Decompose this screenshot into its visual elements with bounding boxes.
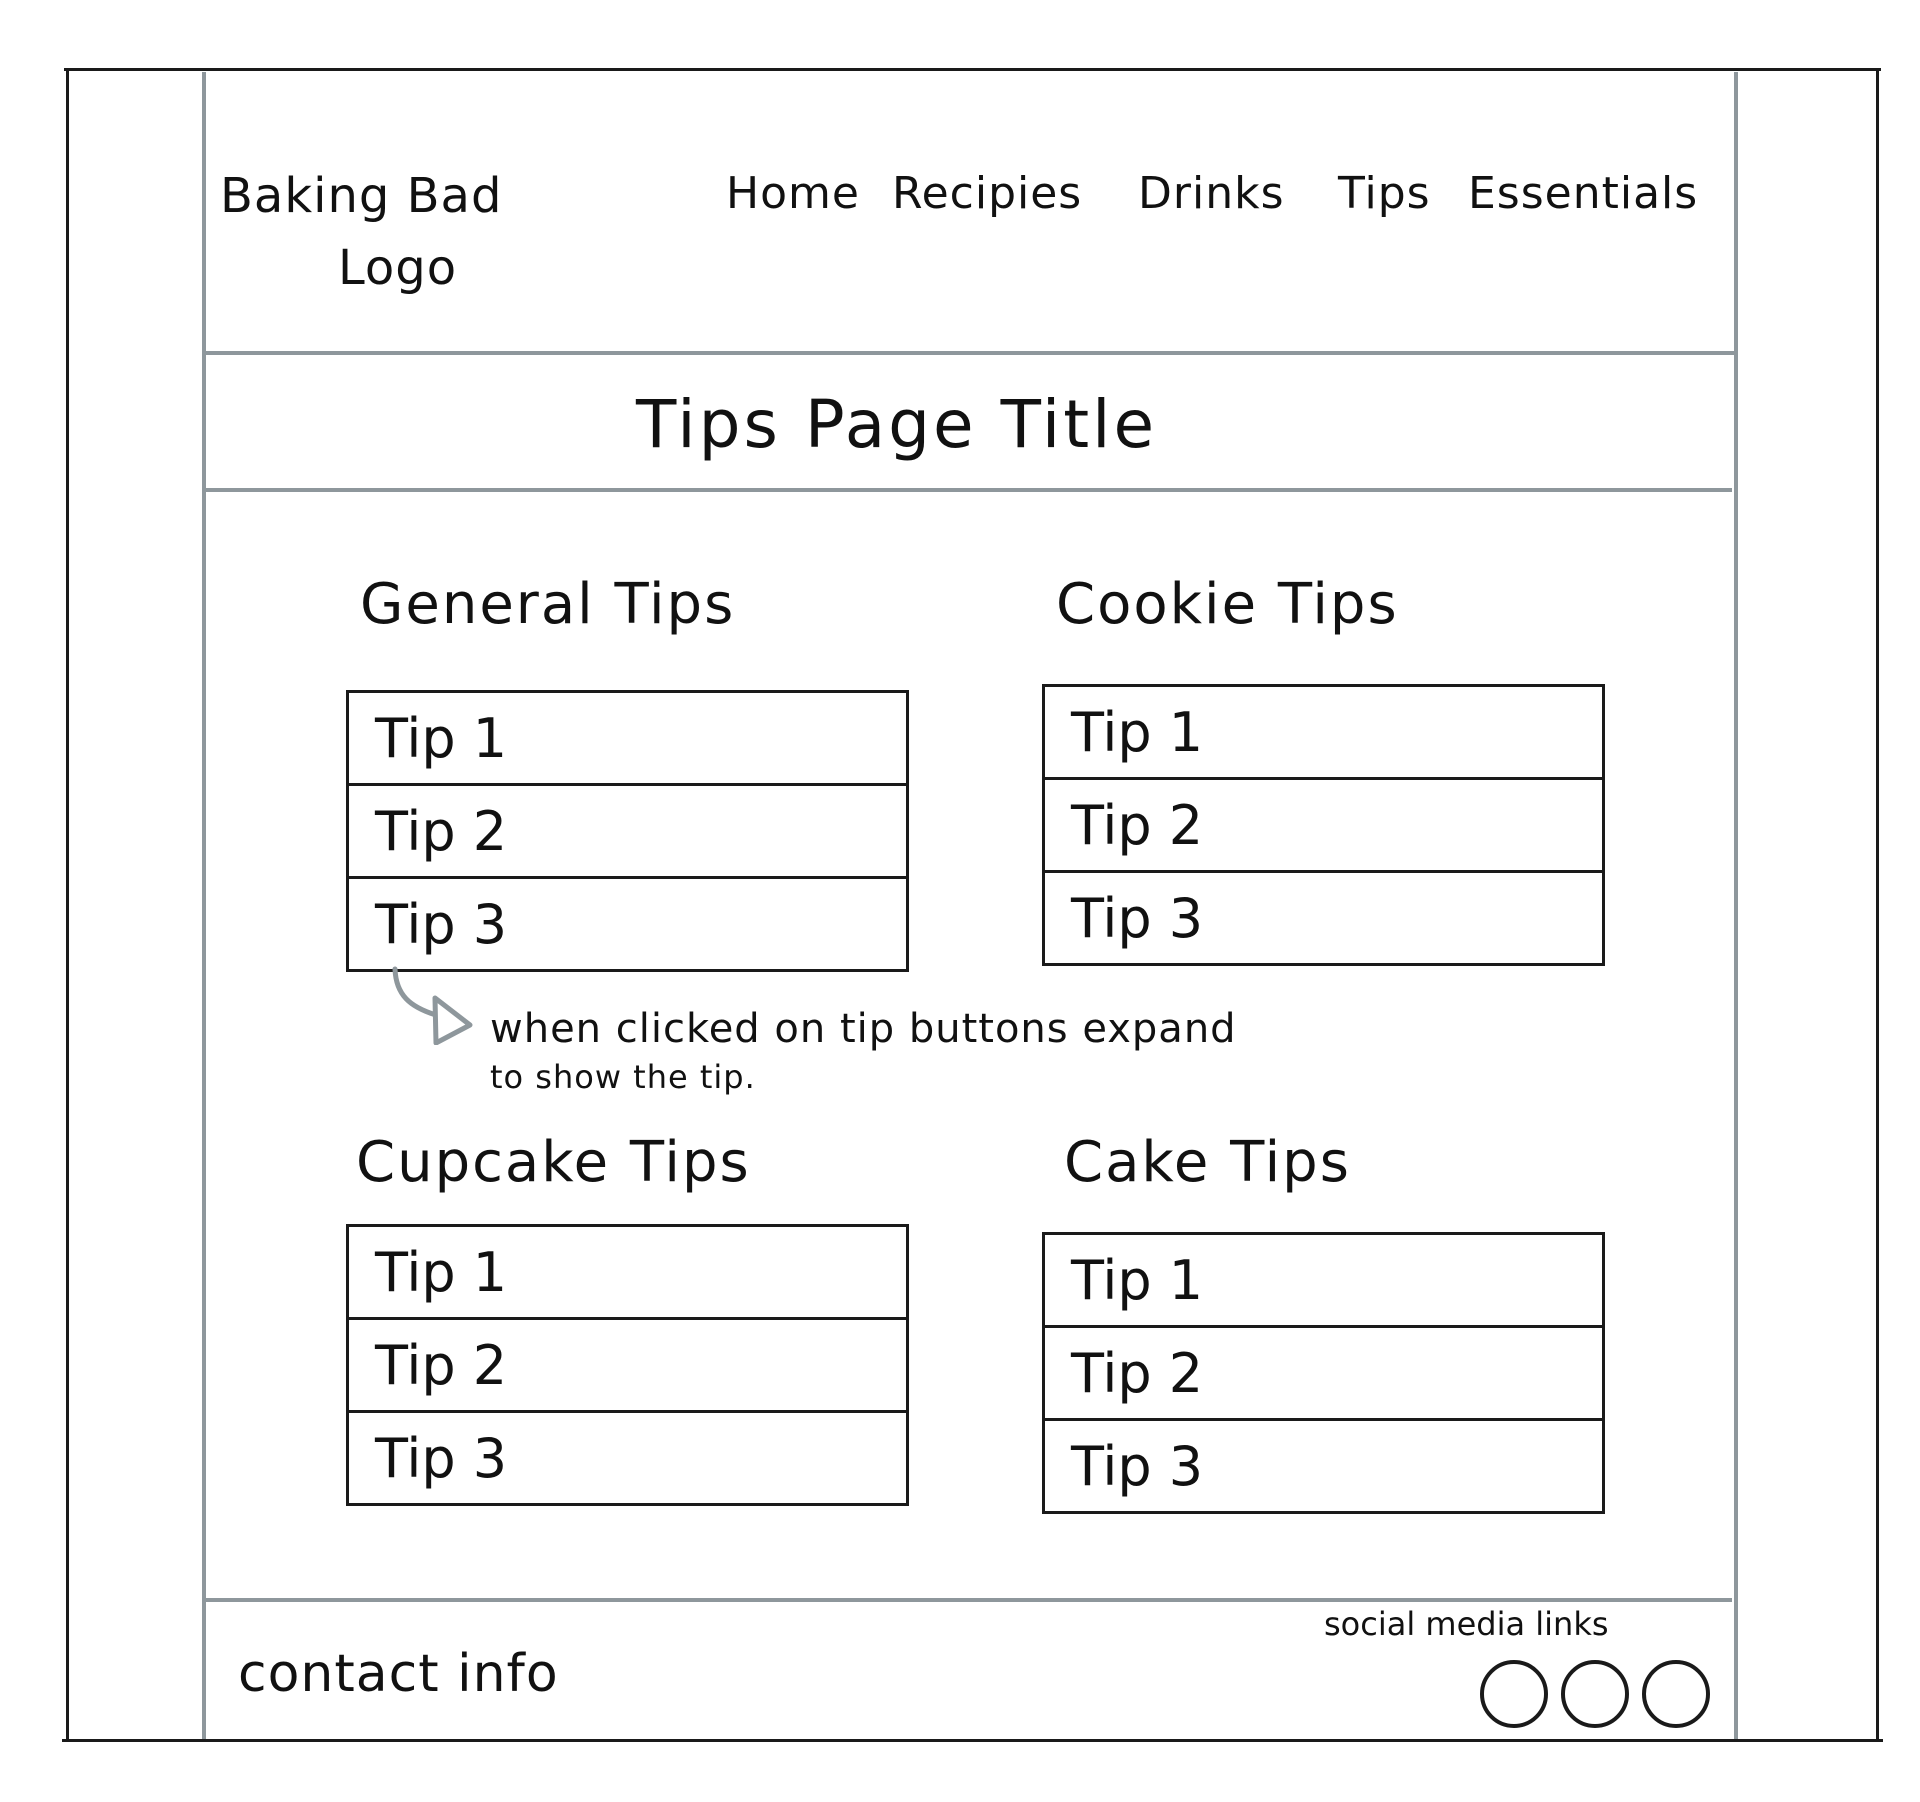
tip-button[interactable]: Tip 3 (375, 1426, 508, 1490)
tip-button[interactable]: Tip 1 (349, 693, 906, 786)
tip-button[interactable]: Tip 3 (1071, 886, 1204, 950)
section-title-cupcake: Cupcake Tips (356, 1130, 751, 1195)
title-divider (206, 488, 1732, 492)
social-link-icon[interactable] (1480, 1660, 1548, 1728)
nav-recipies[interactable]: Recipies (892, 168, 1083, 219)
tip-button[interactable]: Tip 2 (349, 786, 906, 879)
outer-frame-bottom (62, 1739, 1883, 1742)
page-title: Tips Page Title (636, 386, 1158, 463)
social-link-icon[interactable] (1642, 1660, 1710, 1728)
tip-button[interactable]: Tip 1 (1045, 687, 1602, 780)
outer-frame-left (66, 68, 69, 1741)
tip-button[interactable]: Tip 2 (1045, 780, 1602, 873)
annotation-arrow-icon (392, 966, 473, 1045)
nav-drinks[interactable]: Drinks (1138, 168, 1285, 219)
annotation-note-line-2: to show the tip. (490, 1058, 756, 1096)
nav-essentials[interactable]: Essentials (1468, 168, 1699, 219)
footer-divider (206, 1598, 1732, 1602)
tip-button[interactable]: Tip 1 (349, 1227, 906, 1320)
inner-frame-left (202, 72, 206, 1739)
nav-tips[interactable]: Tips (1338, 168, 1431, 219)
header-divider (206, 351, 1736, 355)
nav-home[interactable]: Home (726, 168, 860, 219)
outer-frame-top (64, 68, 1881, 71)
main-nav: Home Recipies Drinks Tips Essentials (726, 168, 1736, 228)
tip-button[interactable]: Tip 1 (1045, 1235, 1602, 1328)
tips-list-cupcake: Tip 1 Tip 2 Tip 3 (346, 1224, 909, 1506)
tip-button[interactable]: Tip 3 (1071, 1434, 1204, 1498)
social-link-icon[interactable] (1561, 1660, 1629, 1728)
tips-list-cake: Tip 1 Tip 2 Tip 3 (1042, 1232, 1605, 1514)
logo-line-1: Baking Bad (220, 168, 503, 224)
annotation-note-line-1: when clicked on tip buttons expand (490, 1006, 1237, 1052)
section-title-general: General Tips (360, 572, 736, 637)
tip-button[interactable]: Tip 2 (1045, 1328, 1602, 1421)
contact-info: contact info (238, 1644, 559, 1704)
section-title-cake: Cake Tips (1064, 1130, 1351, 1195)
tip-button[interactable]: Tip 3 (375, 892, 508, 956)
section-title-cookie: Cookie Tips (1056, 572, 1399, 637)
tips-list-general: Tip 1 Tip 2 Tip 3 (346, 690, 909, 972)
inner-frame-right (1734, 72, 1738, 1739)
logo[interactable]: Baking Bad Logo (220, 168, 640, 298)
logo-line-2: Logo (338, 240, 458, 296)
outer-frame-right (1876, 68, 1879, 1741)
social-media-label: social media links (1324, 1605, 1609, 1643)
tip-button[interactable]: Tip 2 (349, 1320, 906, 1413)
tips-list-cookie: Tip 1 Tip 2 Tip 3 (1042, 684, 1605, 966)
